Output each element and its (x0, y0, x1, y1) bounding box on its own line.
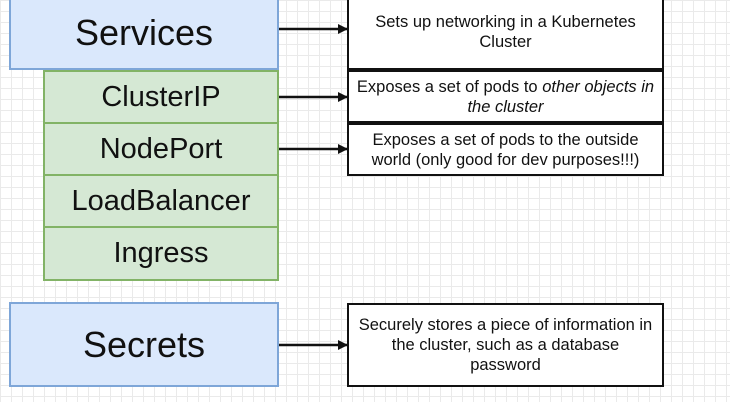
nodeport-description: Exposes a set of pods to the outside wor… (371, 130, 640, 169)
clusterip-description-note: Exposes a set of pods to other objects i… (347, 70, 664, 123)
secrets-box: Secrets (9, 302, 279, 387)
secrets-description: Securely stores a piece of information i… (358, 316, 653, 374)
service-type-ingress: Ingress (43, 226, 279, 281)
services-box: Services (9, 0, 279, 70)
services-title: Services (74, 12, 214, 53)
service-type-nodeport: NodePort (43, 122, 279, 176)
secrets-description-note: Securely stores a piece of information i… (347, 303, 664, 387)
service-type-clusterip: ClusterIP (43, 70, 279, 124)
service-type-label: ClusterIP (101, 80, 221, 113)
services-description-note: Sets up networking in a Kubernetes Clust… (347, 0, 664, 70)
clusterip-description-emphasis: other objects in the cluster (467, 77, 655, 116)
service-type-loadbalancer: LoadBalancer (43, 174, 279, 228)
clusterip-description: Exposes a set of pods to other objects i… (355, 77, 656, 117)
service-type-label: Ingress (113, 237, 209, 269)
service-type-label: LoadBalancer (71, 184, 251, 217)
secrets-title: Secrets (82, 323, 206, 365)
services-description: Sets up networking in a Kubernetes Clust… (375, 13, 636, 51)
service-type-label: NodePort (99, 132, 223, 165)
nodeport-description-note: Exposes a set of pods to the outside wor… (347, 123, 664, 176)
clusterip-description-start: Exposes a set of pods to (356, 77, 543, 96)
